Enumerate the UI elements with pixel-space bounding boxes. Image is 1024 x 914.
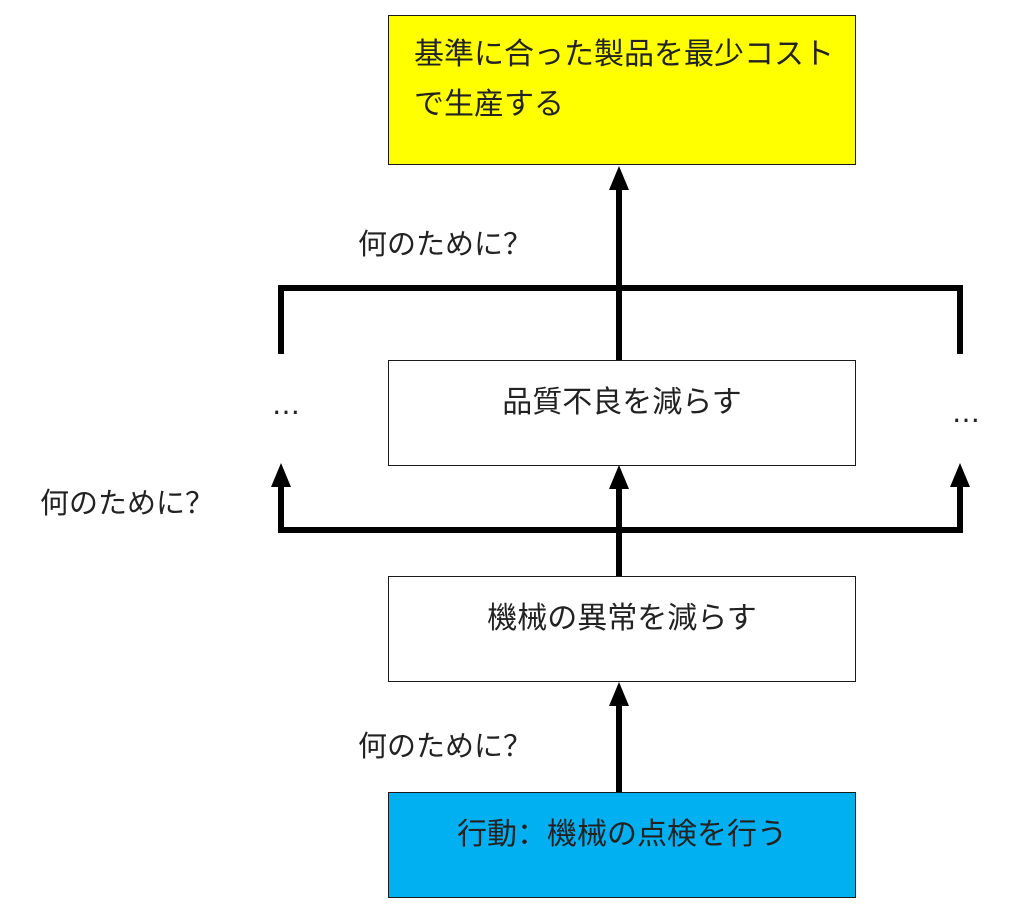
question-label-middle: 何のために？ <box>40 486 215 520</box>
action-box: 行動：機械の点検を行う <box>388 792 856 898</box>
arrowhead-to-goal <box>609 166 629 190</box>
arrowhead-to-quality <box>609 465 629 489</box>
arrowhead-to-left-ellipsis <box>271 463 291 487</box>
question-label-upper: 何のために？ <box>358 227 533 261</box>
ellipsis-right: … <box>952 396 980 429</box>
question-label-lower: 何のために？ <box>358 729 533 763</box>
arrowhead-to-right-ellipsis <box>950 463 970 487</box>
ellipsis-left: … <box>272 388 300 421</box>
arrowhead-to-machine <box>609 682 629 706</box>
goal-box: 基準に合った製品を最少コストで生産する <box>388 15 856 165</box>
quality-box: 品質不良を減らす <box>388 360 856 466</box>
machine-box: 機械の異常を減らす <box>388 576 856 682</box>
